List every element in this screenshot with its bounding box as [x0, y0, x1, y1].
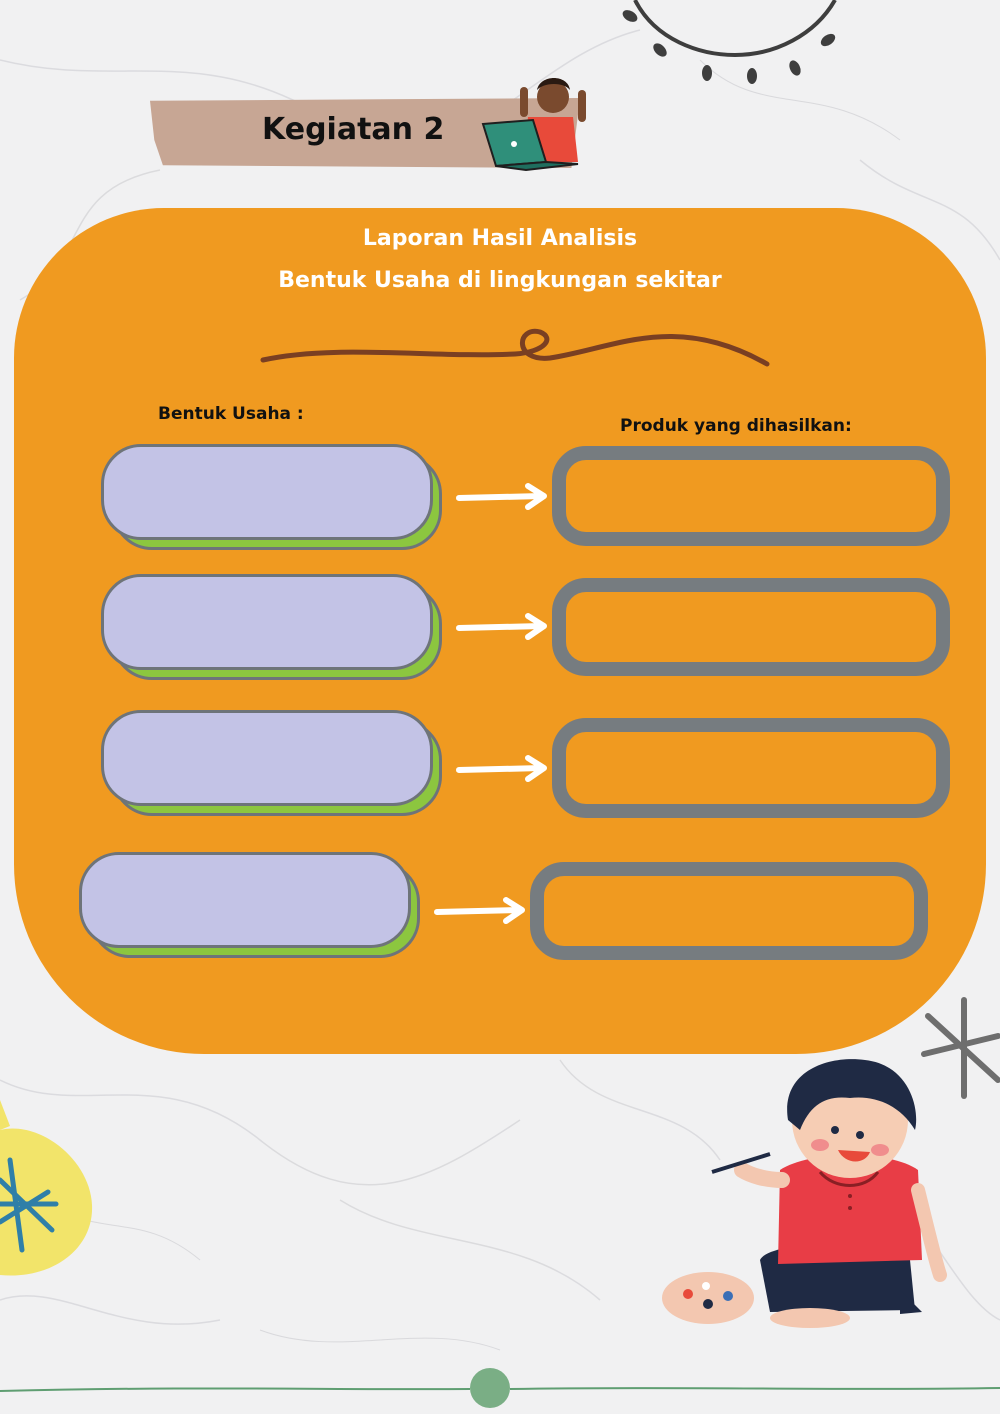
arrow-right-icon	[456, 755, 547, 782]
page-title: Kegiatan 2	[262, 112, 445, 147]
sun-decoration-icon	[622, 0, 837, 84]
report-title: Laporan Hasil Analisis Bentuk Usaha di l…	[0, 218, 1000, 302]
product-input-2[interactable]	[552, 578, 950, 676]
business-form-input-4[interactable]	[79, 852, 411, 948]
swirl-divider	[260, 328, 770, 367]
arrow-right-icon	[456, 483, 547, 510]
yellow-blob-star-icon	[0, 1100, 93, 1276]
bottom-divider	[0, 1368, 1000, 1408]
business-form-input-3[interactable]	[101, 710, 433, 806]
report-title-line-1: Laporan Hasil Analisis	[362, 226, 638, 251]
arrow-right-icon	[434, 897, 525, 924]
business-form-input-2[interactable]	[101, 574, 433, 670]
business-form-label: Bentuk Usaha :	[158, 404, 304, 424]
product-input-3[interactable]	[552, 718, 950, 818]
product-label: Produk yang dihasilkan:	[620, 416, 852, 436]
report-title-line-2: Bentuk Usaha di lingkungan sekitar	[278, 268, 722, 293]
product-input-4[interactable]	[530, 862, 928, 960]
business-form-input-1[interactable]	[101, 444, 433, 540]
starburst-gray-icon	[921, 997, 1000, 1099]
boy-painting-illustration	[662, 1059, 947, 1328]
product-input-1[interactable]	[552, 446, 950, 546]
boy-with-laptop-illustration	[481, 78, 586, 172]
arrow-right-icon	[456, 613, 547, 640]
